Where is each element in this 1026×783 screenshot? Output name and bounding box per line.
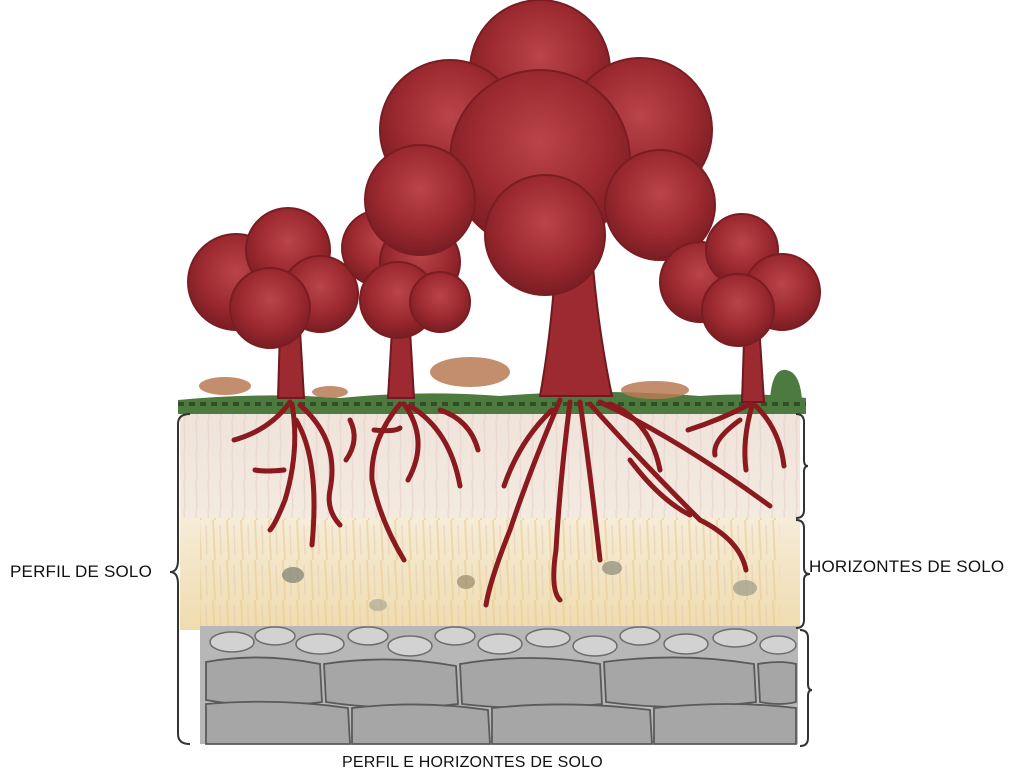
soil-profile-label: PERFIL DE SOLO — [10, 562, 152, 582]
ground-surface — [178, 357, 806, 414]
soil-horizon-c-bedrock — [200, 626, 798, 744]
soil-horizons-label: HORIZONTES DE SOLO — [809, 557, 1004, 577]
diagram-caption: PERFIL E HORIZONTES DE SOLO — [342, 754, 603, 772]
tree-canopy-large — [365, 0, 715, 295]
soil-horizon-b — [180, 518, 800, 630]
tree-canopy-small-left — [188, 208, 358, 348]
